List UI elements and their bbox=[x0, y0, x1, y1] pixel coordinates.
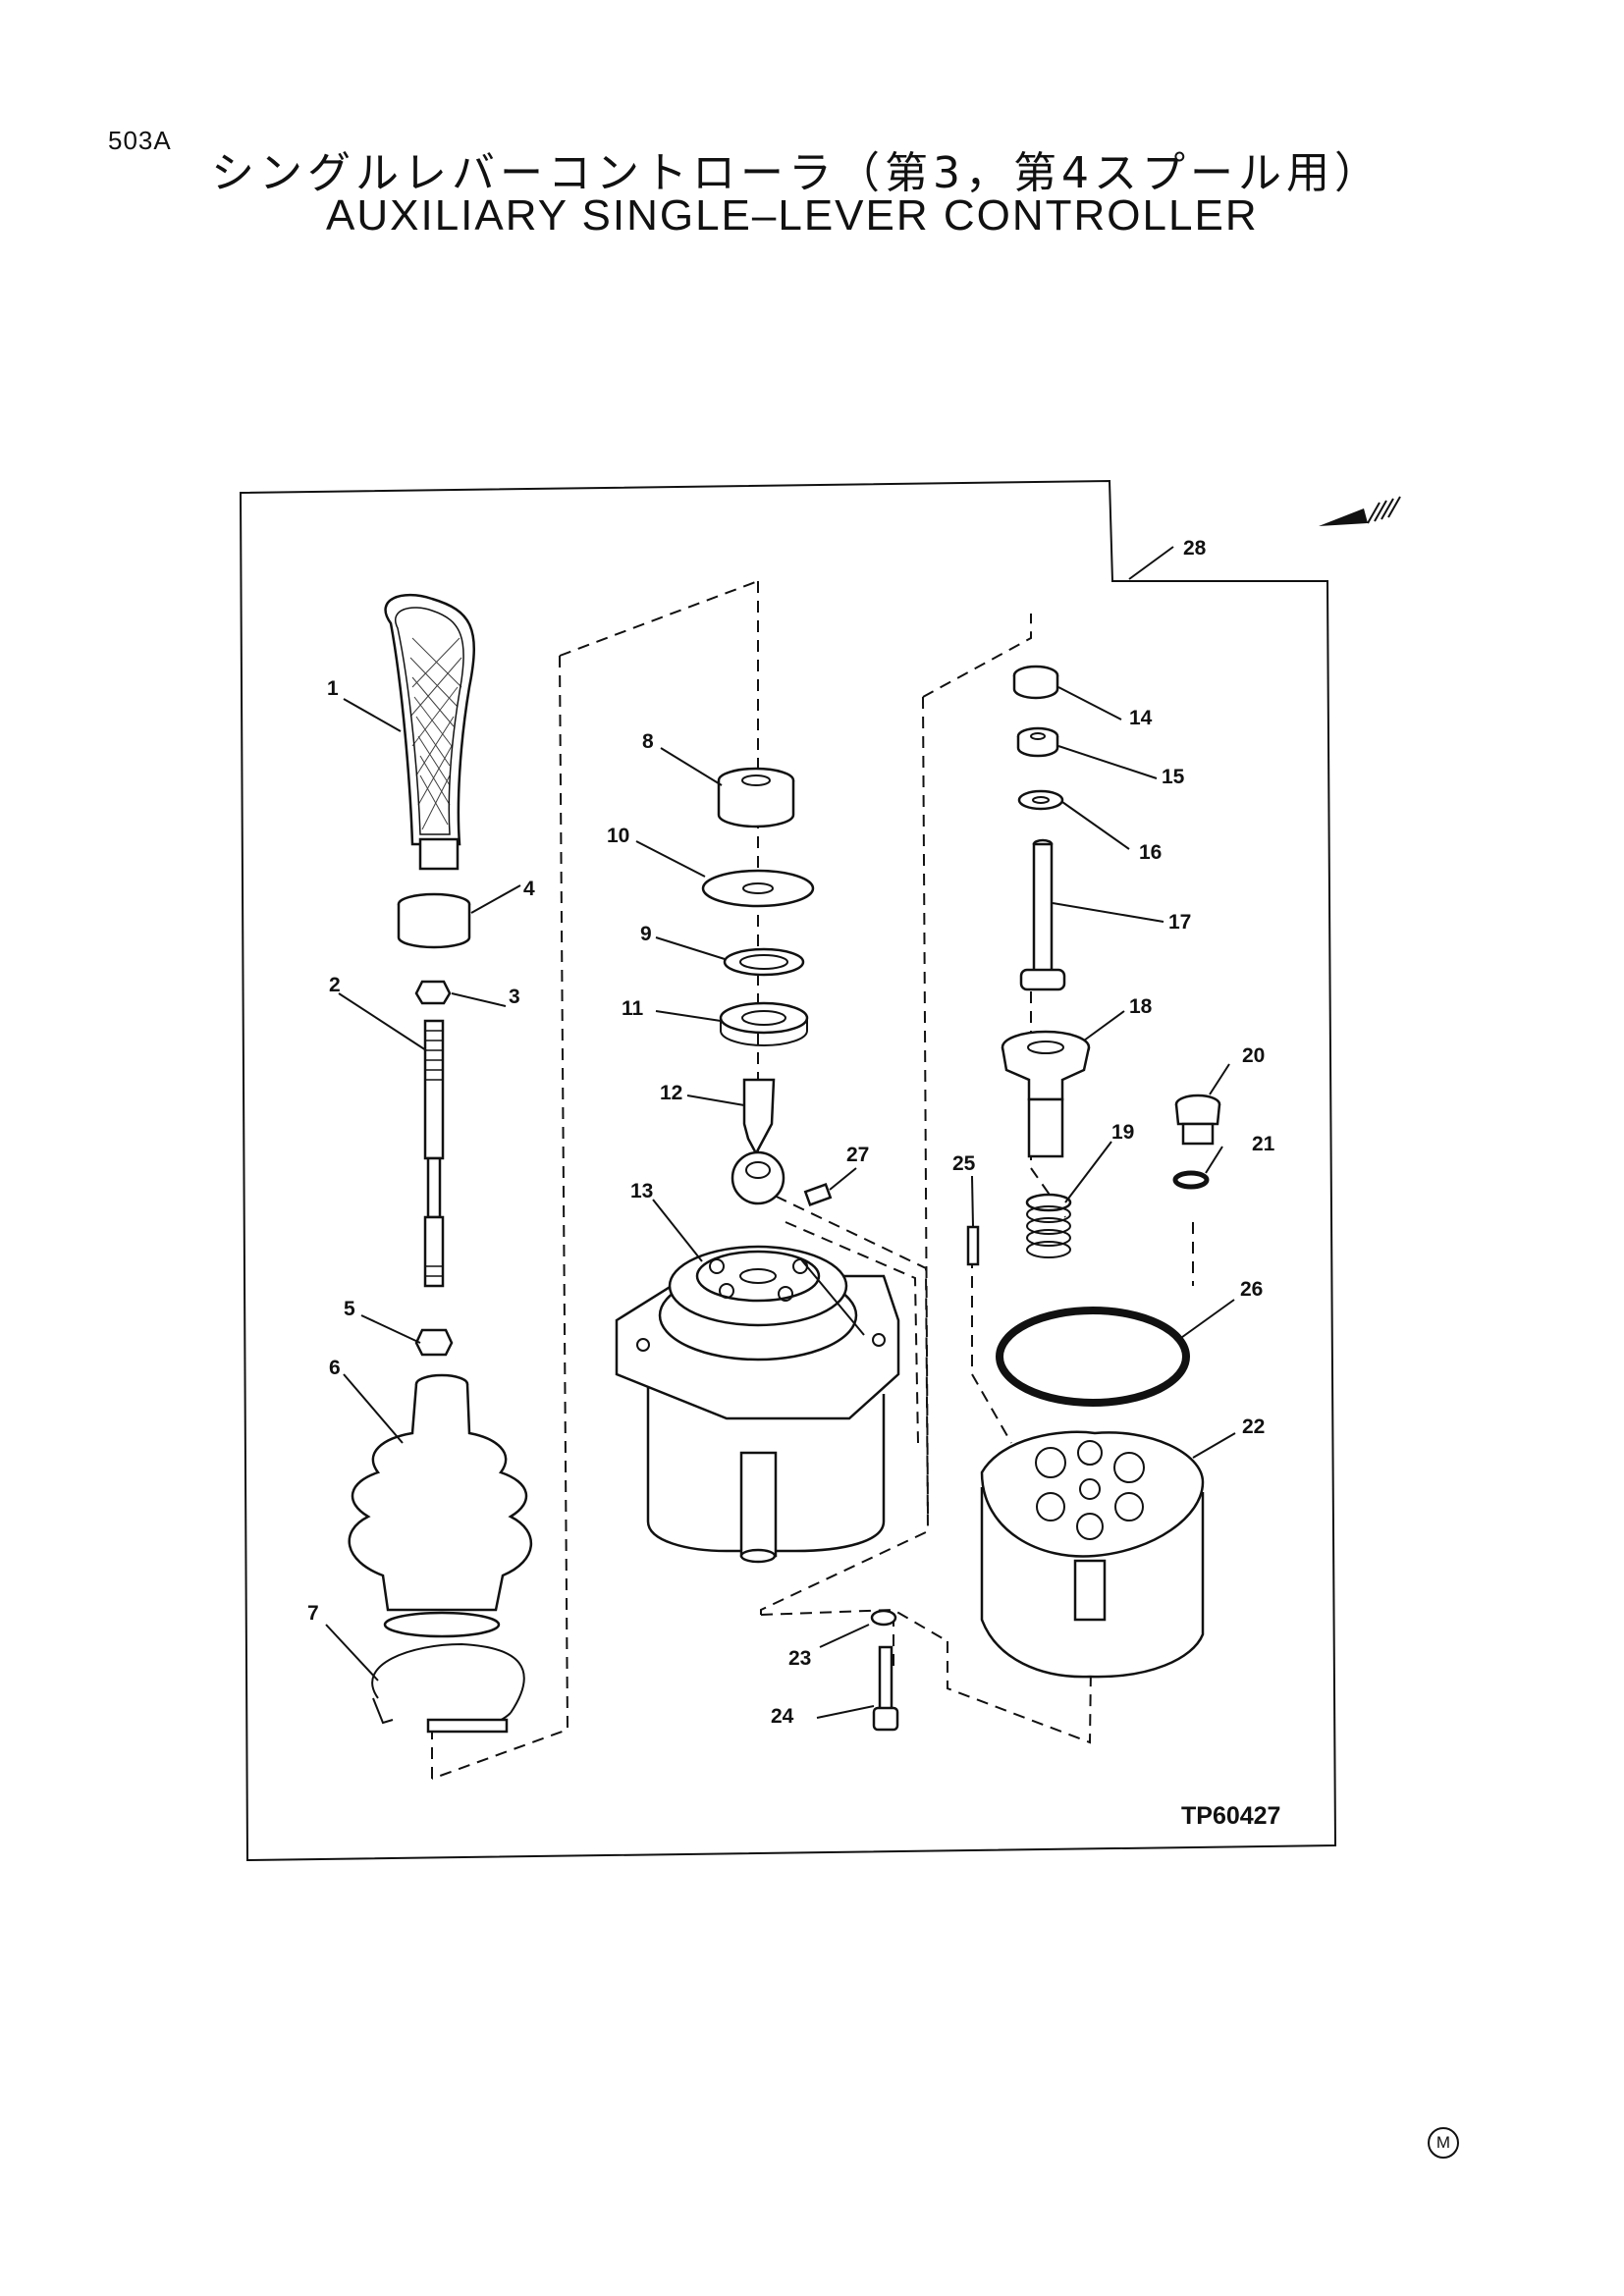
title-english: AUXILIARY SINGLE–LEVER CONTROLLER bbox=[326, 191, 1259, 240]
part-2-rod bbox=[423, 1019, 445, 1288]
part-21-o-ring bbox=[1172, 1170, 1210, 1190]
part-22-valve-body bbox=[980, 1430, 1205, 1679]
part-12-ball-joint bbox=[731, 1078, 785, 1205]
callout-20: 20 bbox=[1242, 1044, 1265, 1067]
leader-lines bbox=[325, 546, 1236, 1719]
callout-6: 6 bbox=[329, 1357, 341, 1379]
front-direction-arrow-icon bbox=[1319, 496, 1401, 526]
part-13-casing bbox=[615, 1245, 900, 1564]
part-8-nut bbox=[717, 767, 795, 828]
callout-25: 25 bbox=[952, 1152, 976, 1175]
callout-24: 24 bbox=[771, 1705, 794, 1728]
callout-16: 16 bbox=[1139, 841, 1162, 864]
trademark-m-mark: M bbox=[1428, 2127, 1459, 2159]
callout-1: 1 bbox=[327, 677, 339, 700]
callout-8: 8 bbox=[642, 730, 654, 753]
part-26-o-ring bbox=[996, 1307, 1190, 1407]
part-9-lock-washer bbox=[723, 947, 805, 977]
callout-10: 10 bbox=[607, 825, 629, 847]
part-5-nut bbox=[414, 1328, 454, 1357]
callout-12: 12 bbox=[660, 1082, 682, 1104]
callout-23: 23 bbox=[788, 1647, 811, 1670]
callout-7: 7 bbox=[307, 1602, 319, 1625]
part-19-spring bbox=[1025, 1193, 1072, 1258]
part-24-bolt bbox=[872, 1645, 899, 1732]
callout-2: 2 bbox=[329, 974, 341, 996]
title-japanese: シングルレバーコントローラ（第3，第4スプール用） bbox=[211, 148, 1382, 198]
callout-18: 18 bbox=[1129, 995, 1153, 1018]
callout-15: 15 bbox=[1162, 766, 1185, 788]
part-25-pin bbox=[966, 1225, 980, 1266]
part-14-plug bbox=[1012, 665, 1059, 700]
callout-21: 21 bbox=[1252, 1133, 1275, 1155]
part-1-grip bbox=[384, 594, 475, 871]
callout-22: 22 bbox=[1242, 1415, 1265, 1438]
callout-27: 27 bbox=[846, 1144, 869, 1166]
part-20-plug bbox=[1174, 1094, 1221, 1146]
part-6-boot bbox=[348, 1373, 533, 1638]
part-10-washer bbox=[701, 869, 815, 908]
callout-9: 9 bbox=[640, 923, 652, 945]
callout-17: 17 bbox=[1168, 911, 1191, 934]
callout-19: 19 bbox=[1111, 1121, 1134, 1144]
callout-14: 14 bbox=[1129, 707, 1153, 729]
part-15-seal bbox=[1016, 726, 1059, 758]
callout-11: 11 bbox=[622, 997, 644, 1020]
page-number: 503A bbox=[108, 126, 172, 155]
part-27-pin bbox=[803, 1183, 833, 1206]
diagram-frame bbox=[239, 479, 1337, 1862]
part-18-spring-guide bbox=[1001, 1030, 1091, 1158]
callout-4: 4 bbox=[523, 878, 535, 900]
part-11-washer bbox=[719, 1001, 809, 1046]
part-3-nut bbox=[414, 980, 452, 1005]
reference-code: TP60427 bbox=[1181, 1802, 1280, 1830]
part-7-clamp bbox=[371, 1642, 525, 1734]
callout-5: 5 bbox=[344, 1298, 355, 1320]
part-16-washer bbox=[1017, 789, 1064, 811]
callout-3: 3 bbox=[509, 986, 520, 1008]
callout-28: 28 bbox=[1183, 537, 1207, 560]
callout-13: 13 bbox=[630, 1180, 653, 1202]
part-23-washer bbox=[870, 1609, 897, 1627]
callout-26: 26 bbox=[1240, 1278, 1263, 1301]
part-17-pusher bbox=[1019, 838, 1066, 991]
part-4-bushing bbox=[397, 892, 471, 949]
